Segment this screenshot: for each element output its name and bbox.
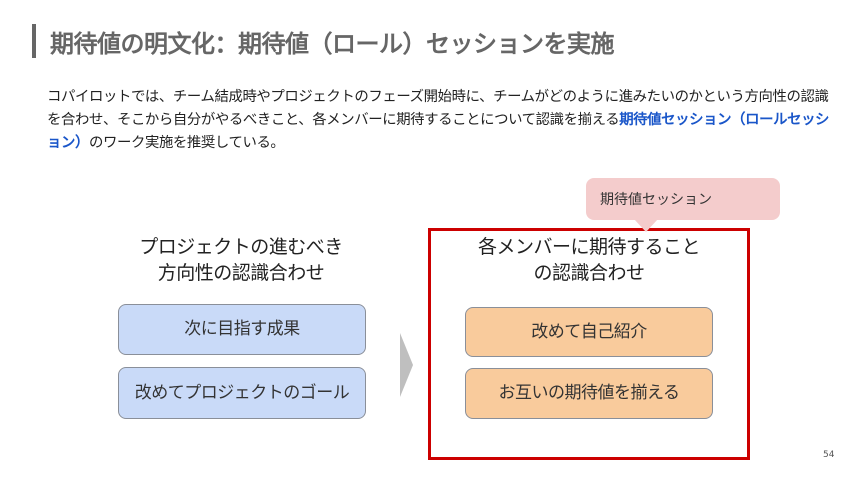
left-item-2: 改めてプロジェクトのゴール bbox=[118, 367, 366, 419]
left-heading-line2: 方向性の認識合わせ bbox=[157, 262, 325, 284]
chevron-right-icon bbox=[400, 333, 413, 397]
right-heading: 各メンバーに期待することの認識合わせ bbox=[440, 234, 738, 286]
left-heading: プロジェクトの進むべき方向性の認識合わせ bbox=[110, 234, 372, 286]
right-heading-line1: 各メンバーに期待すること bbox=[477, 236, 701, 258]
left-heading-line1: プロジェクトの進むべき bbox=[139, 236, 343, 258]
page-number: 54 bbox=[823, 450, 835, 460]
left-item-1: 次に目指す成果 bbox=[118, 304, 366, 355]
page-title: 期待値の明文化：期待値（ロール）セッションを実施 bbox=[50, 30, 615, 58]
intro-paragraph: コパイロットでは、チーム結成時やプロジェクトのフェーズ開始時に、チームがどのよう… bbox=[47, 86, 837, 155]
intro-text: コパイロットでは、チーム結成時やプロジェクトのフェーズ開始時に、チームがどのよう… bbox=[47, 89, 829, 128]
intro-highlight: 期待値セッション（ロールセッション） bbox=[47, 112, 830, 151]
callout-label: 期待値セッション bbox=[586, 178, 780, 220]
title-accent-bar bbox=[32, 24, 36, 58]
callout-tail bbox=[634, 219, 658, 232]
expectation-session-frame bbox=[428, 228, 750, 460]
intro-text-end: のワーク実施を推奨している。 bbox=[88, 135, 285, 151]
right-item-2: お互いの期待値を揃える bbox=[465, 368, 713, 419]
right-item-1: 改めて自己紹介 bbox=[465, 307, 713, 357]
right-heading-line2: の認識合わせ bbox=[533, 262, 645, 284]
